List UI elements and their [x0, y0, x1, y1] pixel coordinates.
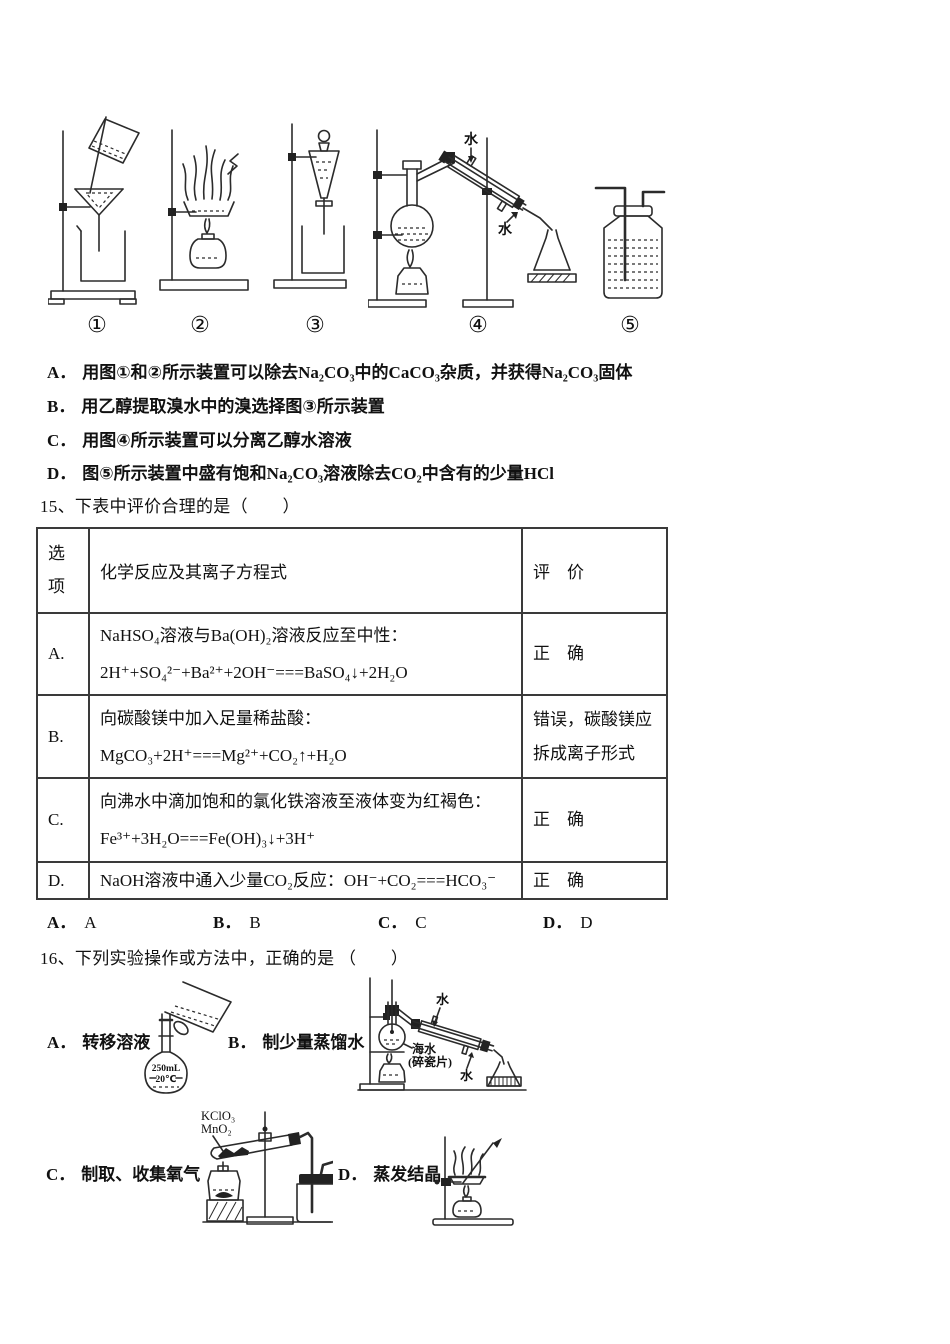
q15-answer-b: B． B — [213, 908, 261, 933]
gas-washing-bottle-diagram — [594, 186, 666, 299]
distilled-water-diagram: 水 海水 (碎瓷片) 水 — [357, 977, 527, 1091]
transfer-solution-diagram: 250mL 20℃ — [144, 981, 232, 1094]
option-letter: A． — [47, 363, 77, 382]
mno2-label: MnO₂ — [201, 1122, 232, 1136]
seawater-label-line2: (碎瓷片) — [408, 1054, 452, 1069]
q16-option-b: B． 制少量蒸馏水 — [228, 1028, 364, 1053]
row-b-evaluation: 错误，碳酸镁应 拆成离子形式 — [521, 694, 668, 779]
reaction-description: 向碳酸镁中加入足量稀盐酸： — [100, 708, 321, 728]
row-c-evaluation: 正 确 — [521, 777, 668, 863]
distillation-apparatus-diagram: 水 水 — [368, 129, 577, 308]
ionic-equation: 2H⁺+SO₄²⁻+Ba²⁺+2OH⁻===BaSO₄↓+2H₂O — [100, 663, 408, 682]
q15-stem: 15、下表中评价合理的是（ ） — [40, 497, 300, 516]
option-text: 用乙醇提取溴水中的溴选择图③所示装置 — [81, 397, 385, 416]
table-row-b: B. 向碳酸镁中加入足量稀盐酸： MgCO₃+2H⁺===Mg²⁺+CO₂↑+H… — [36, 694, 668, 779]
option-text: 制少量蒸馏水 — [262, 1033, 365, 1052]
figure-label-5: ⑤ — [620, 312, 640, 337]
table-row-c: C. 向沸水中滴加饱和的氯化铁溶液至液体变为红褐色： Fe³⁺+3H₂O===F… — [36, 777, 668, 863]
header-cell-reaction: 化学反应及其离子方程式 — [88, 527, 523, 614]
reaction-description: 向沸水中滴加饱和的氯化铁溶液至液体变为红褐色： — [100, 792, 491, 811]
row-a-option: A. — [36, 612, 90, 696]
option-text: 制取、收集氧气 — [81, 1165, 201, 1184]
row-c-option: C. — [36, 777, 90, 863]
row-b-reaction: 向碳酸镁中加入足量稀盐酸： MgCO₃+2H⁺===Mg²⁺+CO₂↑+H₂O — [88, 694, 523, 779]
q15-answer-d: D． D — [543, 908, 593, 933]
option-letter: C． — [47, 431, 77, 450]
figure-label-1: ① — [87, 312, 107, 337]
q14-option-d: D． 图⑤所示装置中盛有饱和Na₂CO₃溶液除去CO₂中含有的少量HCl — [47, 459, 554, 484]
header-cell-option: 选项 — [36, 527, 90, 614]
option-text: 用图①和②所示装置可以除去Na₂CO₃中的CaCO₃杂质，并获得Na₂CO₃固体 — [82, 363, 633, 382]
water-out-label: 水 — [464, 131, 479, 148]
option-text: 用图④所示装置可以分离乙醇水溶液 — [82, 431, 352, 450]
evaporation-crystallization-diagram — [432, 1136, 514, 1226]
figure-label-2: ② — [190, 312, 210, 337]
table-row-a: A. NaHSO₄溶液与Ba(OH)₂溶液反应至中性： 2H⁺+SO₄²⁻+Ba… — [36, 612, 668, 696]
condenser-water-out-label: 水 — [436, 992, 450, 1007]
option-letter: B． — [47, 397, 76, 416]
answer-letter: B． — [213, 913, 242, 932]
evaluation-text: 正 确 — [533, 644, 584, 663]
ionic-equation: MgCO₃+2H⁺===Mg²⁺+CO₂↑+H₂O — [100, 745, 347, 765]
row-b-option: B. — [36, 694, 90, 779]
q14-option-b: B． 用乙醇提取溴水中的溴选择图③所示装置 — [47, 392, 385, 417]
evaluation-table: 选项 化学反应及其离子方程式 评 价 A. NaHSO₄溶液与Ba(OH)₂溶液… — [36, 527, 668, 900]
evaluation-text: 正 确 — [533, 870, 584, 890]
q14-option-c: C． 用图④所示装置可以分离乙醇水溶液 — [47, 426, 352, 451]
evaporation-apparatus-diagram — [159, 129, 249, 291]
figure-label-3: ③ — [305, 312, 325, 337]
table-row-d: D. NaOH溶液中通入少量CO₂反应：OH⁻+CO₂===HCO₃⁻ 正 确 — [36, 861, 668, 900]
q15-answer-c: C． C — [378, 908, 427, 933]
option-text: 图⑤所示装置中盛有饱和Na₂CO₃溶液除去CO₂中含有的少量HCl — [82, 464, 554, 483]
answer-value: A — [84, 913, 97, 932]
answer-letter: A． — [47, 913, 77, 932]
row-d-evaluation: 正 确 — [521, 861, 668, 900]
row-a-reaction: NaHSO₄溶液与Ba(OH)₂溶液反应至中性： 2H⁺+SO₄²⁻+Ba²⁺+… — [88, 612, 523, 696]
option-letter: B． — [228, 1033, 257, 1052]
answer-letter: D． — [543, 913, 573, 932]
header-cell-evaluation: 评 价 — [521, 527, 668, 614]
q15-answer-a: A． A — [47, 908, 97, 933]
option-text: 转移溶液 — [82, 1033, 151, 1052]
reaction-description: NaHSO₄溶液与Ba(OH)₂溶液反应至中性： — [100, 626, 408, 645]
row-a-evaluation: 正 确 — [521, 612, 668, 696]
header-option-label: 选项 — [48, 544, 65, 596]
ionic-equation: Fe³⁺+3H₂O===Fe(OH)₃↓+3H⁺ — [100, 829, 316, 848]
option-letter: D． — [47, 464, 77, 483]
row-c-reaction: 向沸水中滴加饱和的氯化铁溶液至液体变为红褐色： Fe³⁺+3H₂O===Fe(O… — [88, 777, 523, 863]
water-in-label: 水 — [498, 221, 513, 238]
answer-letter: C． — [378, 913, 408, 932]
filtration-apparatus-diagram — [48, 116, 140, 305]
evaluation-text: 正 确 — [533, 810, 584, 829]
row-d-reaction: NaOH溶液中通入少量CO₂反应：OH⁻+CO₂===HCO₃⁻ — [88, 861, 523, 900]
option-text: 蒸发结晶 — [373, 1165, 442, 1184]
q14-option-a: A． 用图①和②所示装置可以除去Na₂CO₃中的CaCO₃杂质，并获得Na₂CO₃… — [47, 358, 632, 383]
table-header-row: 选项 化学反应及其离子方程式 评 价 — [36, 527, 668, 614]
q16-stem: 16、下列实验操作或方法中，正确的是 （ ） — [40, 949, 409, 968]
ionic-equation: NaOH溶液中通入少量CO₂反应：OH⁻+CO₂===HCO₃⁻ — [100, 870, 497, 890]
flask-volume-label: 250mL — [152, 1064, 181, 1074]
kclo3-label: KClO₃ — [201, 1109, 235, 1123]
separating-funnel-apparatus-diagram — [273, 123, 347, 289]
row-d-option: D. — [36, 861, 90, 900]
figure-label-4: ④ — [468, 312, 488, 337]
answer-value: C — [415, 913, 427, 932]
flask-temperature-label: 20℃ — [155, 1075, 176, 1085]
q16-option-c: C． 制取、收集氧气 — [46, 1160, 200, 1185]
answer-value: B — [249, 913, 261, 932]
oxygen-preparation-diagram: KClO₃ MnO₂ — [201, 1109, 333, 1225]
seawater-label-line1: 海水 — [412, 1041, 437, 1056]
evaluation-text: 错误，碳酸镁应 — [533, 709, 652, 729]
option-letter: A． — [47, 1033, 77, 1052]
option-letter: C． — [46, 1165, 76, 1184]
condenser-water-in-label: 水 — [460, 1068, 474, 1083]
q16-option-a: A． 转移溶液 — [47, 1028, 150, 1053]
evaluation-text: 拆成离子形式 — [533, 743, 635, 763]
option-letter: D． — [338, 1165, 368, 1184]
answer-value: D — [580, 913, 593, 932]
q16-option-d: D． 蒸发结晶 — [338, 1160, 441, 1185]
